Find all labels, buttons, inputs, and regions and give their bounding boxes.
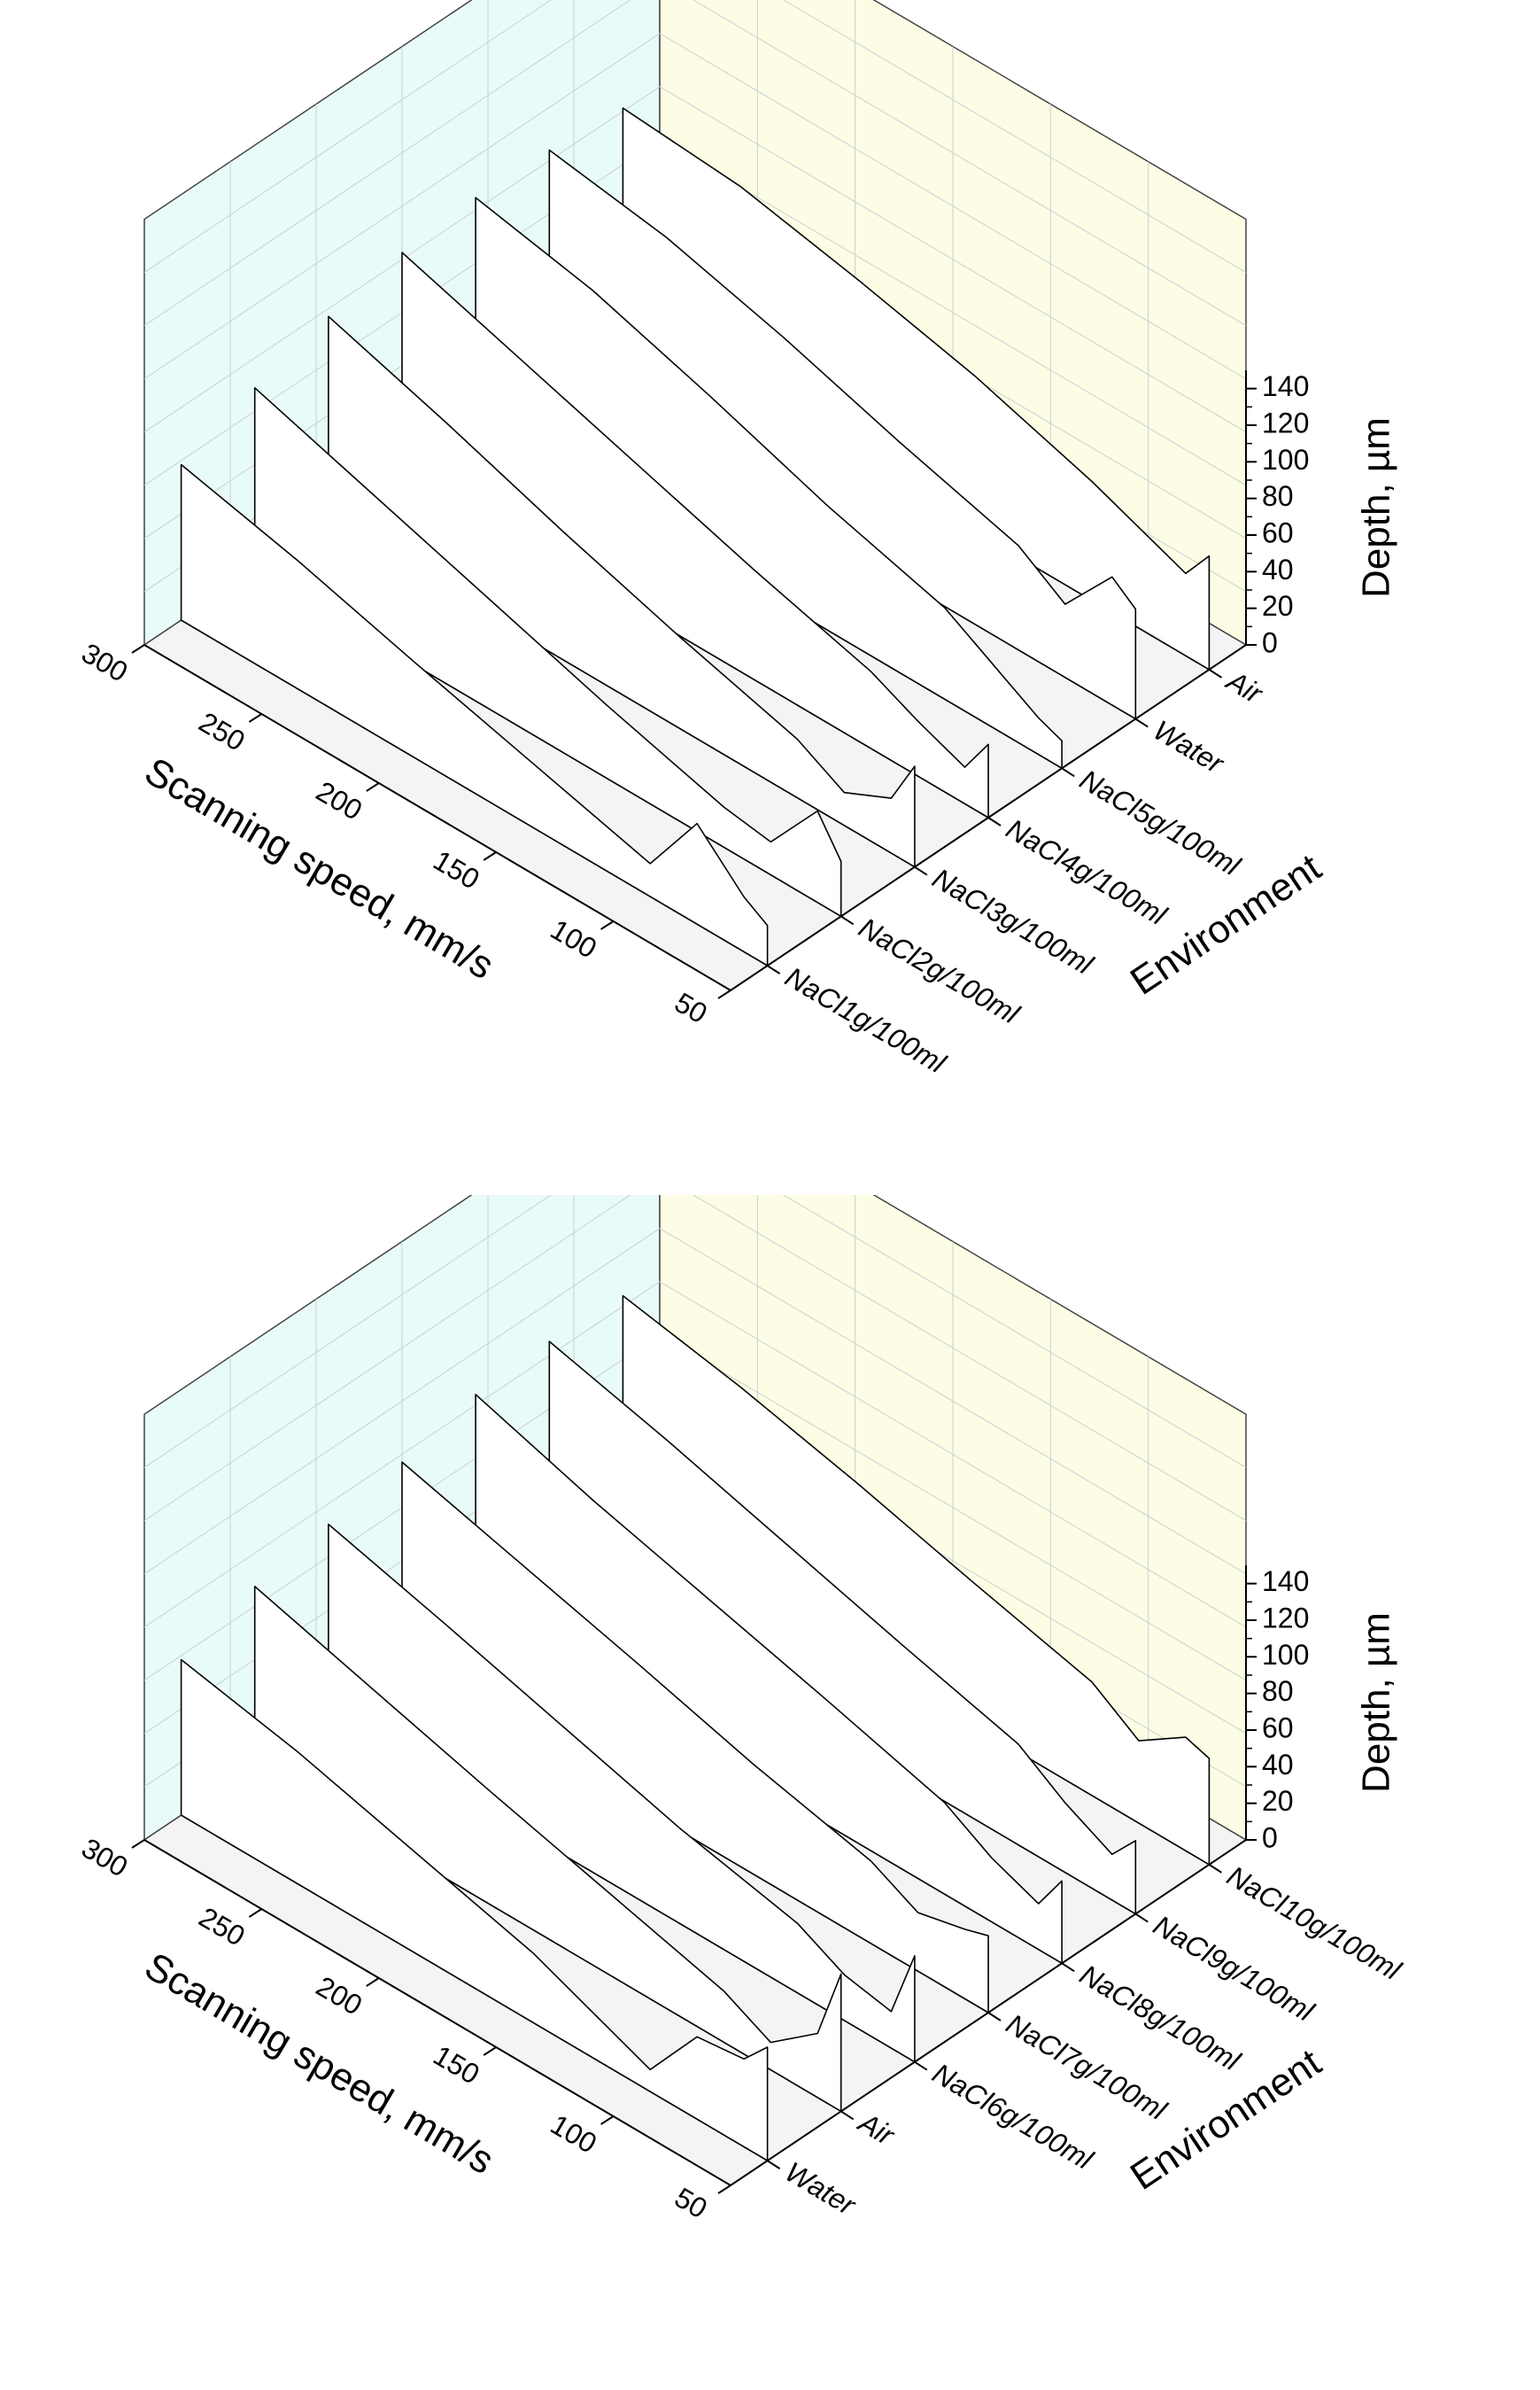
x-tick-label: 300 (76, 637, 133, 688)
z-tick-label: 80 (1262, 1675, 1294, 1707)
x-tick (600, 2115, 615, 2125)
x-tick (248, 713, 262, 723)
z-tick-label: 120 (1262, 407, 1309, 438)
z-tick-label: 40 (1262, 554, 1294, 586)
category-tick (1134, 1913, 1149, 1923)
category-tick (1134, 718, 1149, 728)
z-tick-label: 60 (1262, 516, 1294, 548)
category-tick (840, 2110, 855, 2121)
category-tick-label: Air (852, 2106, 901, 2153)
category-tick (840, 915, 855, 926)
series-group (180, 1294, 1211, 2161)
z-tick-label: 120 (1262, 1602, 1309, 1633)
z-tick-label: 140 (1262, 1565, 1309, 1597)
category-tick (987, 2012, 1002, 2021)
z-tick-label: 100 (1262, 1639, 1309, 1671)
series-group (180, 107, 1211, 966)
x-tick-label: 150 (428, 844, 484, 896)
z-tick-label: 0 (1262, 1821, 1278, 1853)
category-tick (914, 2060, 928, 2071)
x-tick (131, 1839, 145, 1849)
category-tick (1061, 767, 1075, 778)
category-tick (1061, 1962, 1075, 1973)
series-base-line (181, 1814, 768, 2161)
x-tick-label: 200 (311, 775, 368, 826)
category-tick (767, 2160, 781, 2169)
z-tick-label: 100 (1262, 444, 1309, 476)
x-axis-line (143, 1839, 731, 2186)
x-tick (717, 2184, 731, 2194)
x-tick (483, 2046, 497, 2056)
z-tick-label: 40 (1262, 1749, 1294, 1781)
x-tick (483, 851, 497, 861)
z-tick-label: 80 (1262, 480, 1294, 512)
x-tick-label: 100 (546, 913, 602, 965)
x-tick-label: 150 (428, 2039, 484, 2091)
category-tick-label: Water (1148, 714, 1229, 780)
x-tick-label: 50 (669, 2181, 713, 2224)
x-tick (131, 644, 145, 654)
x-tick-label: 300 (76, 1832, 133, 1883)
z-tick-label: 20 (1262, 590, 1294, 622)
z-tick-label: 0 (1262, 626, 1278, 658)
category-tick-label: Water (780, 2155, 862, 2222)
x-tick (600, 920, 615, 930)
category-tick-label: Air (1220, 663, 1269, 710)
series-base-line (181, 619, 768, 966)
z-axis-title: Depth, µm (1355, 417, 1398, 598)
z-tick-label: 20 (1262, 1785, 1294, 1817)
category-tick (767, 965, 781, 974)
x-tick (248, 1908, 262, 1918)
x-tick-label: 50 (669, 986, 713, 1029)
x-tick-label: 100 (546, 2108, 602, 2160)
z-axis-title: Depth, µm (1355, 1612, 1398, 1793)
category-tick (987, 817, 1002, 826)
x-tick (717, 989, 731, 999)
x-tick-label: 250 (194, 706, 251, 757)
z-tick-label: 60 (1262, 1711, 1294, 1743)
x-tick-label: 250 (194, 1901, 251, 1952)
category-tick (1208, 669, 1222, 679)
x-tick (366, 1977, 380, 1987)
z-tick-label: 140 (1262, 370, 1309, 402)
category-tick (1208, 1864, 1222, 1874)
x-axis-line (143, 644, 731, 991)
category-tick (914, 865, 928, 876)
x-tick-label: 200 (311, 1970, 368, 2021)
x-tick (366, 782, 380, 792)
